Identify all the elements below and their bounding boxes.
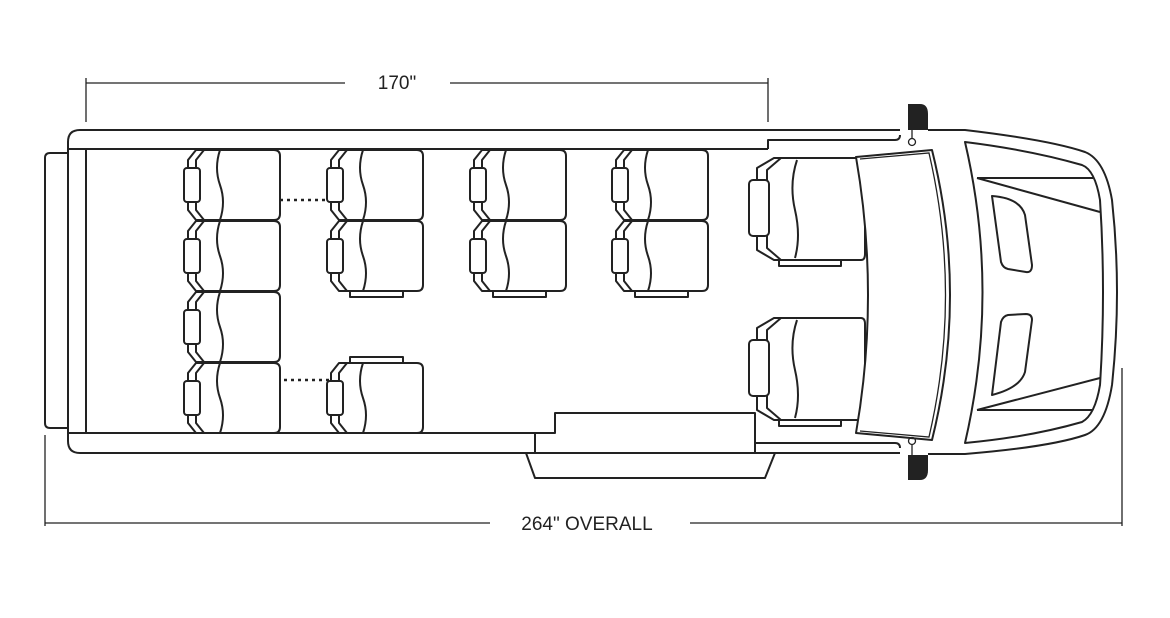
seat: [469, 220, 567, 292]
seat: [611, 220, 709, 292]
passenger-seats: [183, 149, 709, 434]
seat: [183, 149, 281, 221]
seat: [469, 149, 567, 221]
entry-step: [525, 452, 776, 479]
seat: [183, 362, 281, 434]
seat: [326, 149, 424, 221]
dashboard: [855, 149, 951, 441]
interior-length-dimension: 170": [85, 73, 769, 122]
seat: [183, 291, 281, 363]
mirror-right: [907, 436, 928, 480]
rear-bumper: [44, 152, 68, 429]
bus-body: [67, 129, 901, 479]
driver-seat: [748, 157, 866, 267]
seat: [326, 220, 424, 292]
interior-length-label: 170": [378, 73, 416, 94]
seat: [611, 149, 709, 221]
overall-length-dimension: 264" OVERALL: [44, 368, 1123, 535]
mirror-left: [907, 104, 928, 147]
passenger-front-seat: [748, 317, 866, 427]
overall-length-label: 264" OVERALL: [521, 514, 652, 535]
seat: [183, 220, 281, 292]
front-hood: [928, 129, 1118, 455]
seat: [326, 362, 424, 434]
